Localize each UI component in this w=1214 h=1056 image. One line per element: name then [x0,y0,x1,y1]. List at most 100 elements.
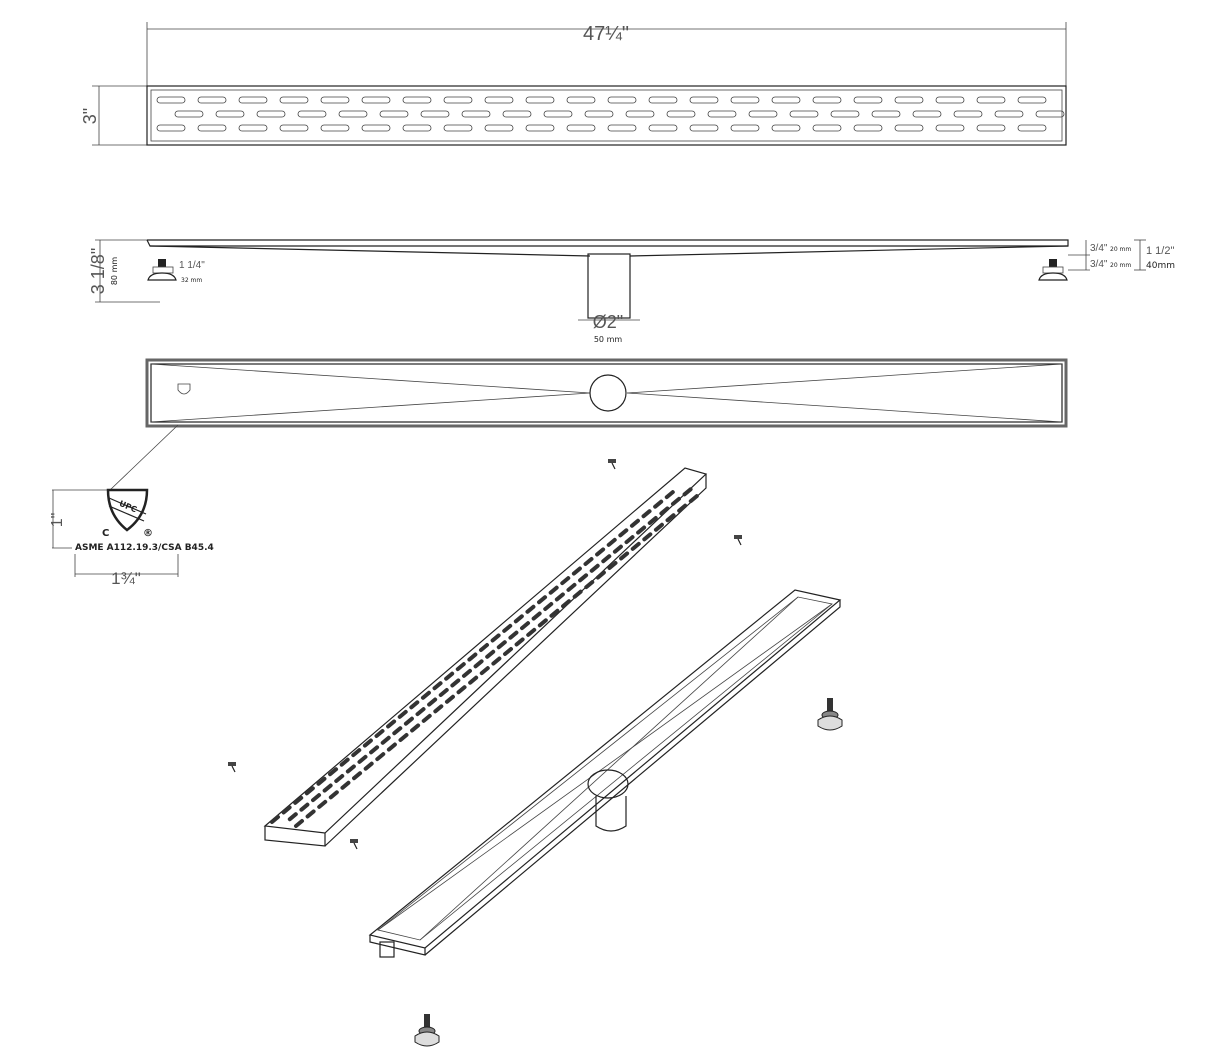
grate-slot [433,704,444,714]
grate-slot [525,604,536,614]
grate-slot [560,576,571,586]
grate-slot [520,621,531,631]
grate-slot [612,544,623,554]
grate-slot [641,509,652,519]
grate-slot [1017,96,1047,104]
grate-slot [1017,124,1047,132]
grate-slot [589,563,600,573]
grate-slot [339,757,350,767]
leveling-foot-iso-2 [414,1014,440,1047]
grate-slot [479,666,490,676]
grate-slot [665,513,676,523]
grate-slot [771,96,801,104]
grate-slot [461,110,491,118]
grate-slot [771,124,801,132]
grate-top [146,85,1067,146]
grate-slot [256,110,286,118]
grate-slot [647,516,658,525]
isometric-grate [263,467,708,847]
grate-slot [320,96,350,104]
grate-slot [270,815,280,824]
grate-slot [953,110,983,118]
upc-badge: 1" UPC C ® ASME A112.19.3/CSA B45.4 1¾" [49,488,214,588]
grate-slot [473,659,484,669]
grate-slot [427,697,438,707]
grate-slot [670,496,681,506]
grate-slot [197,124,227,132]
grate-slot [479,643,489,652]
grate-slot [935,124,965,132]
grate-slot [549,608,560,618]
grate-slot [450,678,461,688]
grate-slot [361,96,391,104]
outlet-pipe [587,253,631,319]
grate-slot [730,96,760,104]
grate-slot [543,110,573,118]
grate-slot [294,819,304,828]
grate-slot [352,771,363,781]
grate-slot [584,110,614,118]
grate-slot [415,707,426,717]
grate-slot [279,96,309,104]
grate-slot [601,554,612,564]
grate-slot [1035,110,1065,118]
grate-slot [361,124,391,132]
right-lower-dimension: 3/4" [1090,259,1108,270]
right-upper-mm: 20 mm [1110,246,1131,253]
grate-slot [316,776,327,786]
drain-hole [589,374,627,412]
grate-slot [689,124,719,132]
grate-slot [537,595,548,605]
foot-mm: 32 mm [181,277,202,284]
grate-slot [340,780,351,790]
grate-slot [830,110,860,118]
grate-slot [526,627,537,637]
grate-slot [642,532,653,542]
foot-dimension: 1 1/4" [179,260,205,271]
right-lower-mm: 20 mm [1110,262,1131,269]
grate-slot [402,124,432,132]
grate-slot [625,110,655,118]
grate-slot [537,618,548,628]
grate-slot [572,589,583,599]
grate-slot [369,745,380,755]
grate-slot [490,633,501,643]
standard-text: ASME A112.19.3/CSA B45.4 [75,543,214,553]
grate-slot [513,614,524,624]
grate-slot [525,124,555,132]
grate-slot [629,518,640,528]
grate-slot [421,713,432,723]
leveling-foot-right [1038,259,1068,281]
grate-slot [630,541,641,551]
grate-slot [403,716,414,726]
grate-slot [398,733,409,742]
grate-slot [707,110,737,118]
registered-mark: ® [143,528,153,539]
grate-slot [503,647,513,656]
grate-slot [583,557,594,566]
grate-slot [595,570,606,580]
grate-slot [362,738,373,748]
grate-slot [311,793,322,803]
grate-slot [322,783,333,793]
grate-slot [374,729,385,738]
grate-slot [871,110,901,118]
length-dimension: 47¼" [583,23,629,45]
grate-slot [297,110,327,118]
grate-slot [238,124,268,132]
grate-slot [894,96,924,104]
grate-slot [215,110,245,118]
grate-slot [345,764,356,774]
grate-slot [443,96,473,104]
grate-slot [619,551,630,561]
grate-slot [584,580,595,590]
grate-slot [279,124,309,132]
grate-slot [156,124,186,132]
screws [228,459,742,850]
grate-slot [392,726,403,736]
grate-slot [402,96,432,104]
grate-slot [293,795,304,805]
height-dimension: 3 1/8" [88,248,108,294]
grate-slot [677,503,688,513]
iso-drain-hole [587,769,629,799]
